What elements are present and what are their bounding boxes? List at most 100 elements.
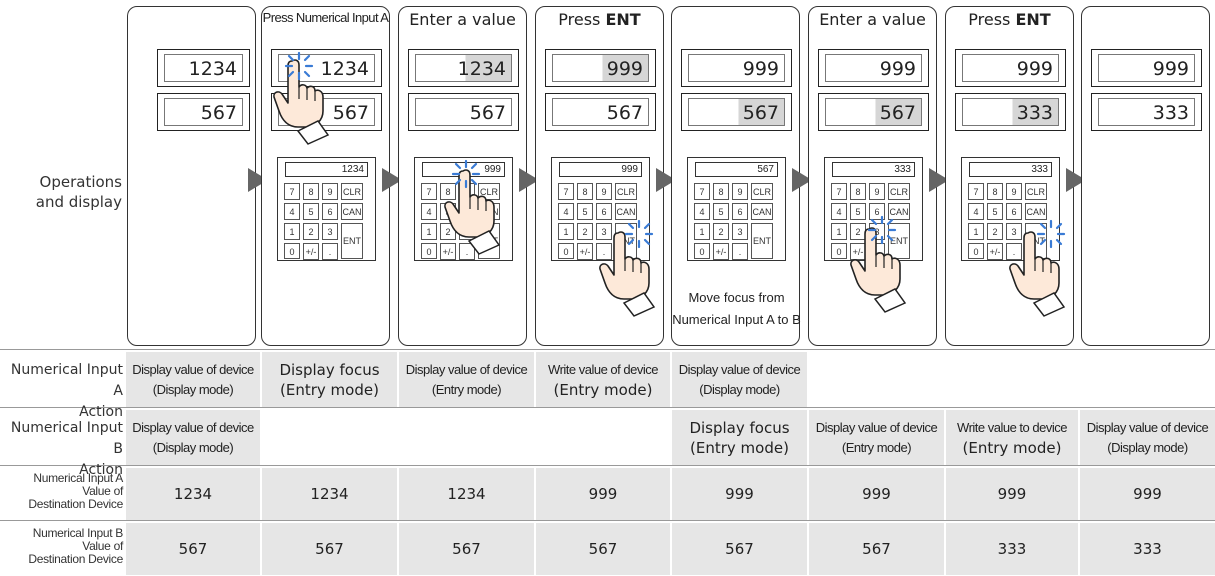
key-2[interactable]: 2 (987, 223, 1003, 240)
key-0[interactable]: 0 (831, 243, 847, 259)
key-9[interactable]: 9 (1006, 183, 1022, 200)
key-0[interactable]: 0 (694, 243, 710, 259)
key-5[interactable]: 5 (303, 203, 319, 220)
key-4[interactable]: 4 (831, 203, 847, 220)
key-3[interactable]: 3 (596, 223, 612, 240)
key-4[interactable]: 4 (284, 203, 300, 220)
numerical-input-b[interactable]: 567 (818, 93, 929, 131)
key-can[interactable]: CAN (341, 203, 363, 220)
key-8[interactable]: 8 (850, 183, 866, 200)
key-2[interactable]: 2 (850, 223, 866, 240)
key-4[interactable]: 4 (558, 203, 574, 220)
key-can[interactable]: CAN (615, 203, 637, 220)
key-1[interactable]: 1 (694, 223, 710, 240)
key-8[interactable]: 8 (577, 183, 593, 200)
key-ent[interactable]: ENT (888, 223, 910, 259)
key-can[interactable]: CAN (751, 203, 773, 220)
row-label-line: Destination Device (28, 497, 123, 511)
key-1[interactable]: 1 (421, 223, 437, 240)
key-4[interactable]: 4 (421, 203, 437, 220)
numerical-input-b[interactable]: 333 (955, 93, 1066, 131)
key-2[interactable]: 2 (303, 223, 319, 240)
key-decimal[interactable]: . (732, 243, 748, 260)
key-plus-minus[interactable]: +/- (303, 243, 319, 260)
key-5[interactable]: 5 (713, 203, 729, 220)
key-3[interactable]: 3 (322, 223, 338, 240)
numerical-input-b[interactable]: 333 (1091, 93, 1202, 131)
key-8[interactable]: 8 (987, 183, 1003, 200)
key-plus-minus[interactable]: +/- (713, 243, 729, 260)
key-9[interactable]: 9 (732, 183, 748, 200)
numerical-input-a[interactable]: 1234 (408, 49, 519, 87)
key-clr[interactable]: CLR (615, 183, 637, 200)
value-cell: 333 (946, 523, 1078, 575)
numerical-input-a[interactable]: 999 (955, 49, 1066, 87)
key-decimal[interactable]: . (1006, 243, 1022, 260)
key-plus-minus[interactable]: +/- (440, 243, 456, 260)
key-decimal[interactable]: . (459, 243, 475, 260)
key-7[interactable]: 7 (968, 183, 984, 200)
key-8[interactable]: 8 (713, 183, 729, 200)
key-1[interactable]: 1 (558, 223, 574, 240)
key-4[interactable]: 4 (968, 203, 984, 220)
key-4[interactable]: 4 (694, 203, 710, 220)
key-0[interactable]: 0 (284, 243, 300, 259)
numerical-input-a[interactable]: 999 (681, 49, 792, 87)
key-6[interactable]: 6 (869, 203, 885, 220)
numerical-input-a[interactable]: 1234 (157, 49, 250, 87)
key-7[interactable]: 7 (694, 183, 710, 200)
key-3[interactable]: 3 (1006, 223, 1022, 240)
key-0[interactable]: 0 (421, 243, 437, 259)
key-2[interactable]: 2 (577, 223, 593, 240)
key-9[interactable]: 9 (596, 183, 612, 200)
key-5[interactable]: 5 (987, 203, 1003, 220)
numerical-input-b[interactable]: 567 (408, 93, 519, 131)
numerical-input-a[interactable]: 999 (1091, 49, 1202, 87)
key-7[interactable]: 7 (558, 183, 574, 200)
key-9[interactable]: 9 (869, 183, 885, 200)
key-1[interactable]: 1 (284, 223, 300, 240)
key-decimal[interactable]: . (596, 243, 612, 260)
key-2[interactable]: 2 (713, 223, 729, 240)
key-clr[interactable]: CLR (751, 183, 773, 200)
key-7[interactable]: 7 (421, 183, 437, 200)
key-6[interactable]: 6 (1006, 203, 1022, 220)
numerical-input-b[interactable]: 567 (545, 93, 656, 131)
key-can[interactable]: CAN (1025, 203, 1047, 220)
key-0[interactable]: 0 (558, 243, 574, 259)
key-0[interactable]: 0 (968, 243, 984, 259)
key-plus-minus[interactable]: +/- (577, 243, 593, 260)
key-6[interactable]: 6 (596, 203, 612, 220)
key-7[interactable]: 7 (831, 183, 847, 200)
key-6[interactable]: 6 (322, 203, 338, 220)
key-9[interactable]: 9 (322, 183, 338, 200)
key-can[interactable]: CAN (888, 203, 910, 220)
key-8[interactable]: 8 (440, 183, 456, 200)
key-plus-minus[interactable]: +/- (987, 243, 1003, 260)
key-ent[interactable]: ENT (751, 223, 773, 259)
key-8[interactable]: 8 (303, 183, 319, 200)
key-clr[interactable]: CLR (888, 183, 910, 200)
key-1[interactable]: 1 (968, 223, 984, 240)
key-decimal[interactable]: . (322, 243, 338, 260)
table-divider (0, 520, 1215, 521)
action-line-2: (Entry mode) (962, 438, 1062, 457)
key-clr[interactable]: CLR (341, 183, 363, 200)
key-6[interactable]: 6 (732, 203, 748, 220)
numerical-input-b[interactable]: 567 (681, 93, 792, 131)
numerical-input-a[interactable]: 999 (545, 49, 656, 87)
key-1[interactable]: 1 (831, 223, 847, 240)
key-7[interactable]: 7 (284, 183, 300, 200)
numerical-input-a[interactable]: 999 (818, 49, 929, 87)
numerical-input-b[interactable]: 567 (157, 93, 250, 131)
key-5[interactable]: 5 (577, 203, 593, 220)
key-3[interactable]: 3 (732, 223, 748, 240)
key-ent[interactable]: ENT (341, 223, 363, 259)
key-clr[interactable]: CLR (1025, 183, 1047, 200)
key-5[interactable]: 5 (850, 203, 866, 220)
key-plus-minus[interactable]: +/- (850, 243, 866, 260)
